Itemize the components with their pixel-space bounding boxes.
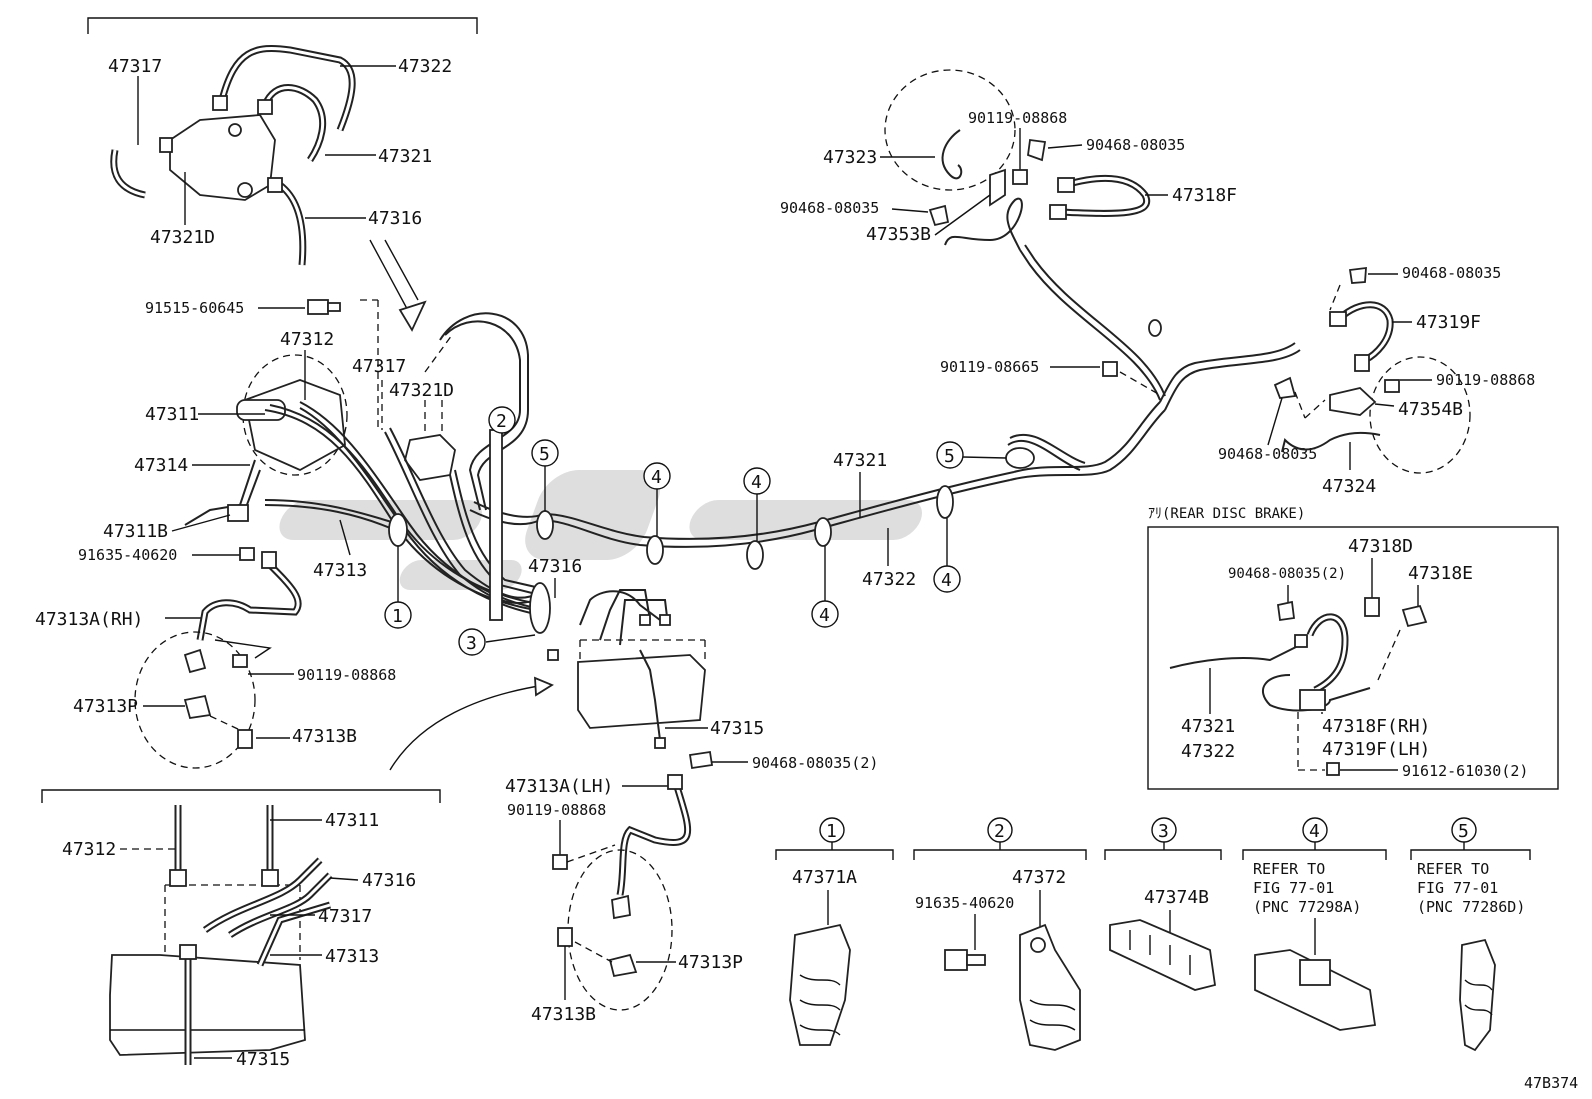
- label-90119-665: 90119-08665: [940, 358, 1039, 376]
- marker-5b: 5: [944, 446, 955, 467]
- label-47374B: 47374B: [1144, 887, 1209, 908]
- label-91515: 91515-60645: [145, 299, 244, 317]
- label-47324: 47324: [1322, 476, 1376, 497]
- label-90468-2-mid: 90468-08035(2): [752, 754, 878, 772]
- ref5-line2: FIG 77-01: [1417, 879, 1498, 897]
- marker-2: 2: [496, 411, 507, 432]
- marker-5a: 5: [539, 444, 550, 465]
- label-47313B-left: 47313B: [292, 726, 357, 747]
- label-47313A-RH: 47313A(RH): [35, 609, 143, 630]
- label-47372: 47372: [1012, 867, 1066, 888]
- label-90468-right1: 90468-08035: [1402, 264, 1501, 282]
- label-47321-mid: 47321: [833, 450, 887, 471]
- label-47313: 47313: [313, 560, 367, 581]
- actuator-block: 47315 90468-08035(2): [389, 589, 878, 772]
- label-47371A: 47371A: [792, 867, 857, 888]
- ref4-line2: FIG 77-01: [1253, 879, 1334, 897]
- label-47316-top: 47316: [368, 208, 422, 229]
- marker-1: 1: [392, 606, 403, 627]
- rh-flex-hose: 47313A(RH) 90119-08868 47313P 47313B: [35, 551, 396, 769]
- label-47321D-mid: 47321D: [389, 380, 454, 401]
- ref5-line3: (PNC 77286D): [1417, 898, 1525, 916]
- label-47314: 47314: [134, 455, 188, 476]
- parts-marker-4: 4: [1309, 821, 1320, 842]
- label-47354B: 47354B: [1398, 399, 1463, 420]
- label-47317-mid: 47317: [352, 356, 406, 377]
- rear-disc-box-content: 47318D 47318E 90468-08035(2) 47321 47322…: [1169, 536, 1528, 780]
- label-47315-inset: 47315: [236, 1049, 290, 1070]
- label-47313B-lh: 47313B: [531, 1004, 596, 1025]
- label-47311-inset: 47311: [325, 810, 379, 831]
- master-cylinder-area: 91515-60645 47312 47317 47321D 47311 473…: [78, 299, 456, 581]
- label-47322-box: 47322: [1181, 741, 1235, 762]
- figure-code: 47B374: [1524, 1074, 1578, 1092]
- label-47313-inset: 47313: [325, 946, 379, 967]
- label-47317-top: 47317: [108, 56, 162, 77]
- ref4-line3: (PNC 77298A): [1253, 898, 1361, 916]
- label-47315-mid: 47315: [710, 718, 764, 739]
- label-91635-left: 91635-40620: [78, 546, 177, 564]
- label-47322-mid: 47322: [862, 569, 916, 590]
- label-90119-top: 90119-08868: [968, 109, 1067, 127]
- label-47311B: 47311B: [103, 521, 168, 542]
- clamp-parts-row: 1 47371A 2 47372 91635-40620 3 47374B 4: [775, 817, 1531, 1052]
- parts-marker-5: 5: [1458, 821, 1469, 842]
- label-91612: 91612-61030(2): [1402, 762, 1528, 780]
- valve-group-top: [87, 17, 478, 266]
- inset-detail: 47312 47311 47316 47317 47313 47315: [41, 789, 441, 1070]
- label-47313P-left: 47313P: [73, 696, 138, 717]
- label-90468-box: 90468-08035(2): [1228, 566, 1346, 582]
- marker-4a: 4: [651, 467, 662, 488]
- label-47318D: 47318D: [1348, 536, 1413, 557]
- label-47317-inset: 47317: [318, 906, 372, 927]
- label-47316-mid: 47316: [528, 556, 582, 577]
- label-47318F-RH: 47318F(RH): [1322, 716, 1430, 737]
- label-47319F: 47319F: [1416, 312, 1481, 333]
- rear-disc-box: [1147, 526, 1559, 790]
- label-47321-top: 47321: [378, 146, 432, 167]
- marker-3: 3: [466, 633, 477, 654]
- label-47313P-lh: 47313P: [678, 952, 743, 973]
- pipe-clamps: [388, 319, 1162, 634]
- label-91635-bottom: 91635-40620: [915, 894, 1014, 912]
- rear-disc-brake-label: ｱﾘ(REAR DISC BRAKE): [1148, 506, 1305, 522]
- parts-marker-1: 1: [826, 821, 837, 842]
- marker-4b: 4: [751, 472, 762, 493]
- parts-marker-2: 2: [994, 821, 1005, 842]
- brake-pipe-bundle: [264, 197, 1301, 616]
- rear-left-area: 90119-08868 90468-08035 47323 47318F 904…: [780, 69, 1237, 245]
- label-47322-top: 47322: [398, 56, 452, 77]
- rear-right-area: 90468-08035 47319F 90119-08665 90119-088…: [940, 264, 1535, 497]
- label-47321D-top: 47321D: [150, 227, 215, 248]
- marker-4c: 4: [819, 605, 830, 626]
- lh-flex-hose: 47313A(LH) 90119-08868 47313P 47313B: [505, 774, 743, 1025]
- label-47353B: 47353B: [866, 224, 931, 245]
- ref5-line1: REFER TO: [1417, 860, 1489, 878]
- label-47323: 47323: [823, 147, 877, 168]
- label-90119-left: 90119-08868: [297, 666, 396, 684]
- label-47313A-LH: 47313A(LH): [505, 776, 613, 797]
- label-90468-top1: 90468-08035: [1086, 136, 1185, 154]
- label-90119-right: 90119-08868: [1436, 371, 1535, 389]
- label-90119-lh: 90119-08868: [507, 801, 606, 819]
- label-47312: 47312: [280, 329, 334, 350]
- label-47316-inset: 47316: [362, 870, 416, 891]
- ref4-line1: REFER TO: [1253, 860, 1325, 878]
- label-47312-inset: 47312: [62, 839, 116, 860]
- circle-number-markers: 1 2 3 5 4 4 4 4 5: [384, 406, 1007, 656]
- label-47318F: 47318F: [1172, 185, 1237, 206]
- label-47318E: 47318E: [1408, 563, 1473, 584]
- label-47319F-LH: 47319F(LH): [1322, 739, 1430, 760]
- label-47311: 47311: [145, 404, 199, 425]
- parts-marker-3: 3: [1158, 821, 1169, 842]
- label-90468-top2: 90468-08035: [780, 199, 879, 217]
- label-90468-right2: 90468-08035: [1218, 445, 1317, 463]
- marker-4d: 4: [941, 570, 952, 591]
- label-47321-box: 47321: [1181, 716, 1235, 737]
